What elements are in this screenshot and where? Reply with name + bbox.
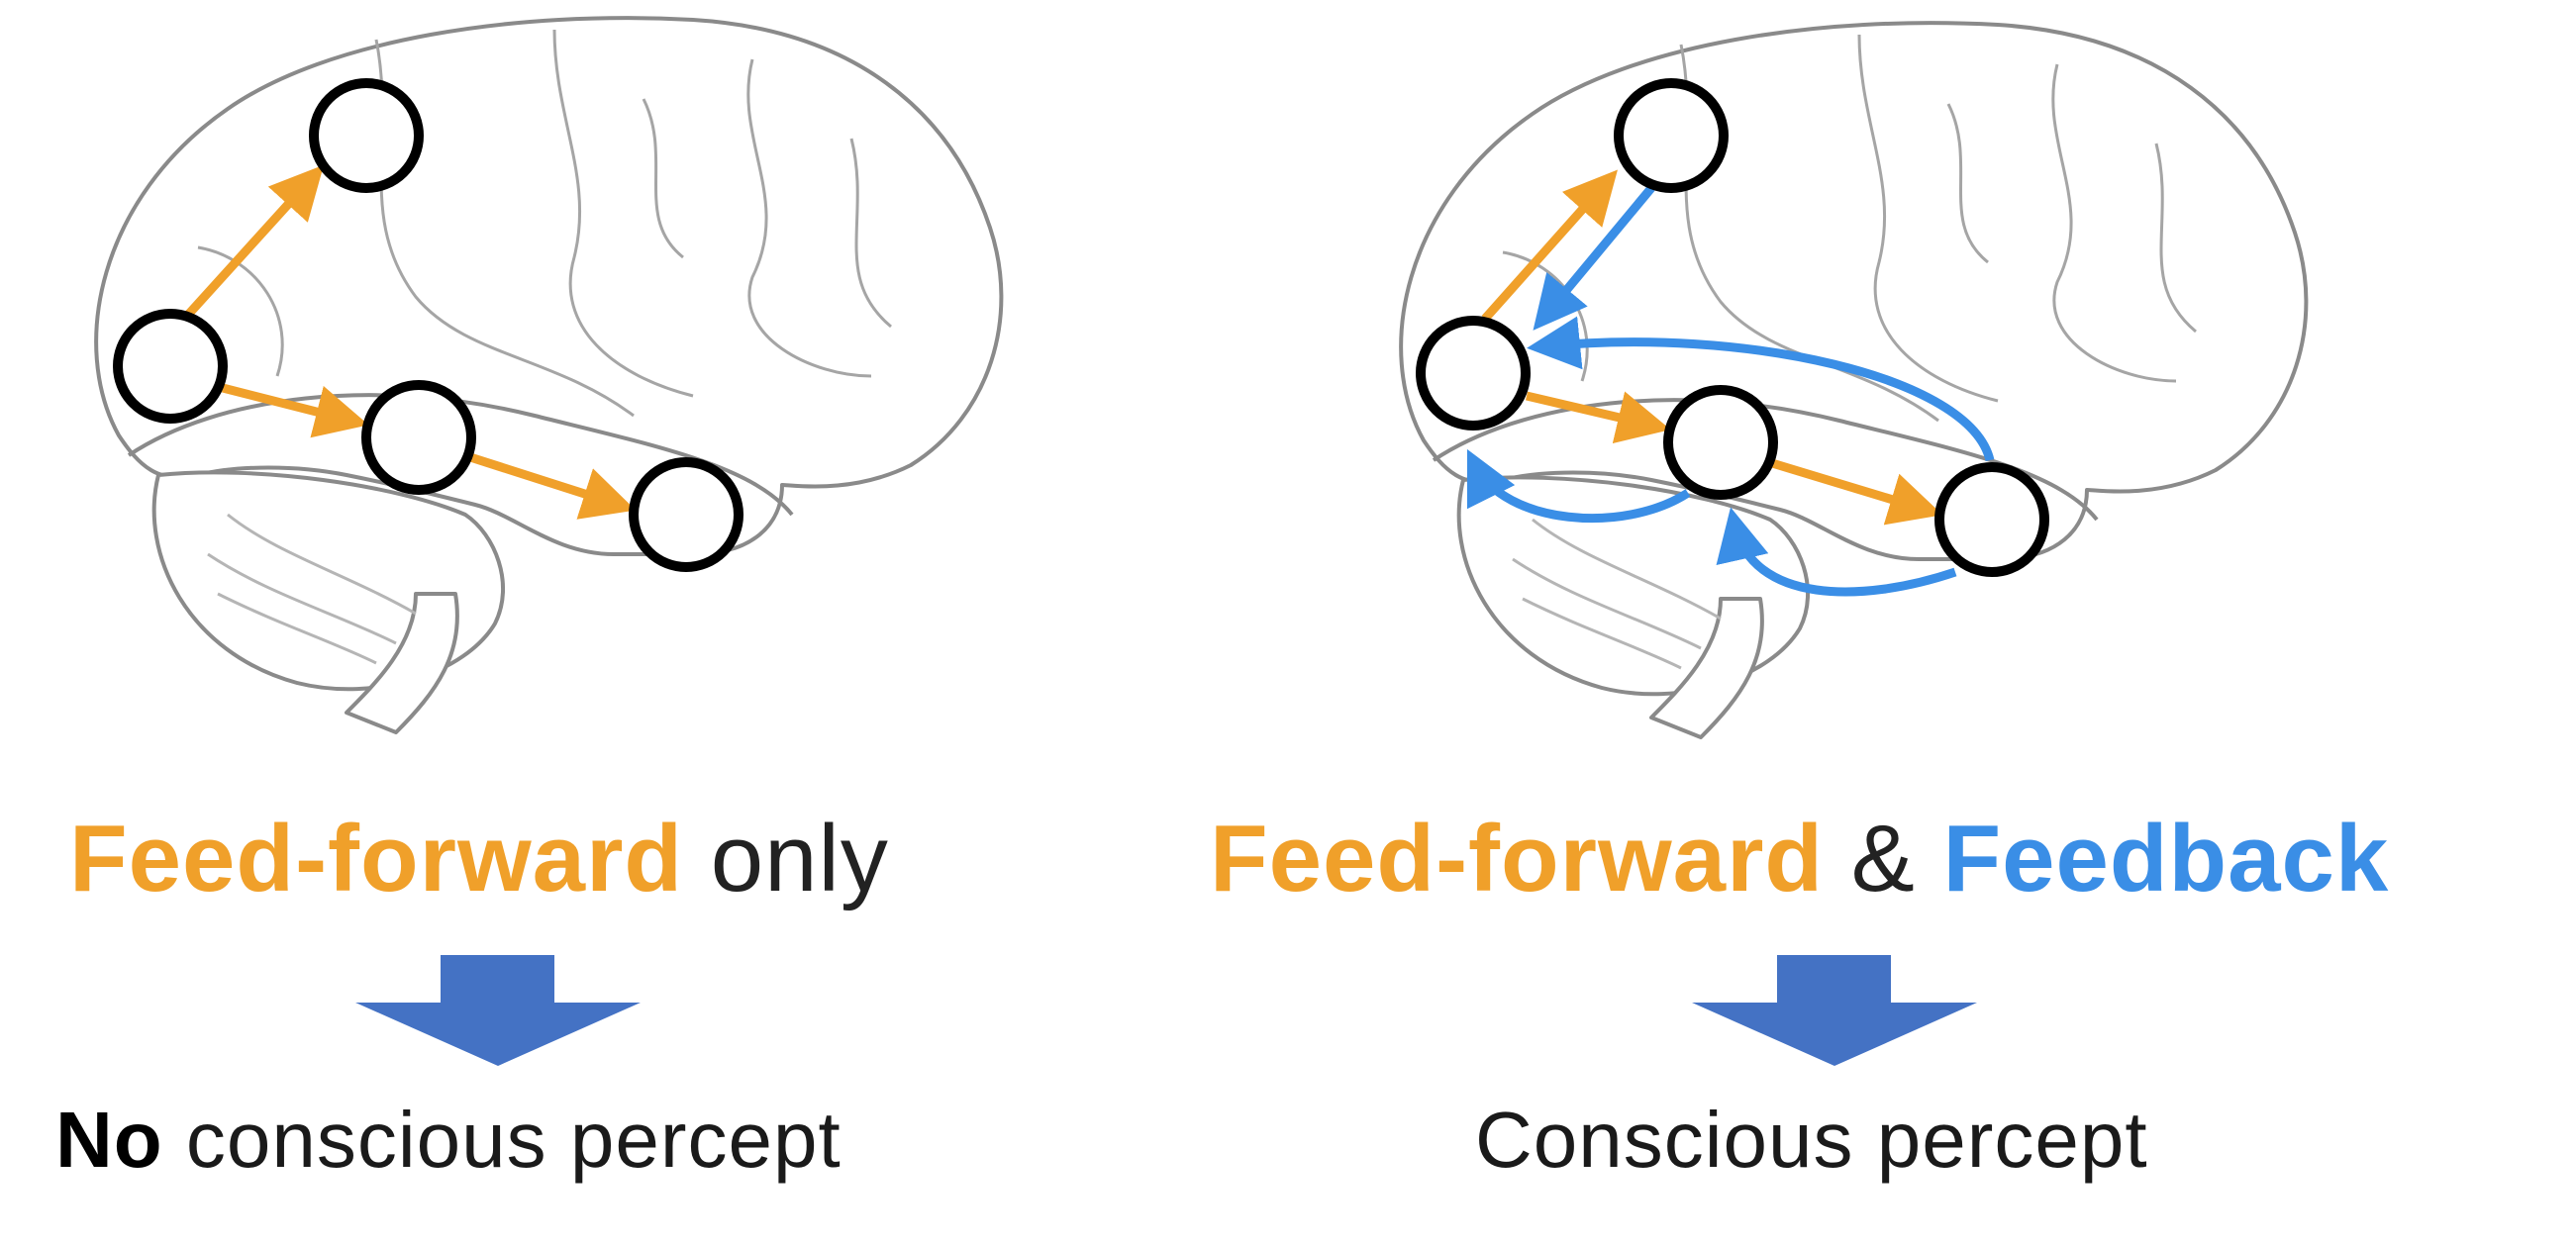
feedforward-arrows-left	[184, 164, 637, 520]
no-label: No	[55, 1096, 163, 1184]
brain-illustration-left	[94, 16, 1004, 734]
feedback-label: Feedback	[1942, 806, 2390, 911]
result-text: Conscious percept	[1475, 1096, 2148, 1184]
brain-diagrams	[94, 16, 2309, 739]
region-node	[1663, 385, 1778, 500]
region-node	[361, 380, 476, 495]
brainstem-outline	[345, 592, 459, 734]
nodes-left	[113, 78, 743, 572]
result-text: conscious percept	[185, 1096, 842, 1184]
fb-arrow	[1527, 316, 1995, 462]
region-node	[1416, 316, 1531, 431]
region-node	[1934, 462, 2049, 577]
temporal-lobe-outline	[1432, 398, 2099, 522]
feedforward-label: Feed-forward	[1210, 806, 1825, 911]
down-arrow-icon	[355, 955, 641, 1066]
left-result: No conscious percept	[55, 1101, 842, 1180]
only-label: only	[710, 806, 889, 911]
down-arrow-icon	[1692, 955, 1977, 1066]
ff-arrow	[468, 452, 637, 520]
region-node	[1614, 78, 1729, 193]
right-panel-title: Feed-forward & Feedback	[1210, 812, 2389, 907]
ff-arrow	[1481, 169, 1618, 322]
region-node	[113, 309, 228, 424]
ff-arrow	[221, 383, 369, 438]
feedforward-label: Feed-forward	[69, 806, 684, 911]
ff-arrow	[1770, 458, 1943, 526]
right-result: Conscious percept	[1475, 1101, 2148, 1180]
ampersand: &	[1850, 806, 1916, 911]
fb-arrow	[1716, 507, 1957, 597]
left-panel-title: Feed-forward only	[69, 812, 889, 907]
ff-arrow	[184, 164, 325, 319]
temporal-lobe-outline	[127, 393, 794, 517]
region-node	[629, 457, 743, 572]
fb-arrow	[1466, 448, 1691, 524]
nodes-right	[1416, 78, 2049, 577]
fb-arrow	[1533, 185, 1655, 331]
ff-arrow	[1525, 391, 1671, 444]
brainstem-outline	[1649, 597, 1764, 739]
region-node	[309, 78, 424, 193]
brain-illustration-right	[1399, 21, 2309, 739]
feedback-arrows-right	[1466, 185, 1995, 597]
feedforward-arrows-right	[1481, 169, 1943, 526]
